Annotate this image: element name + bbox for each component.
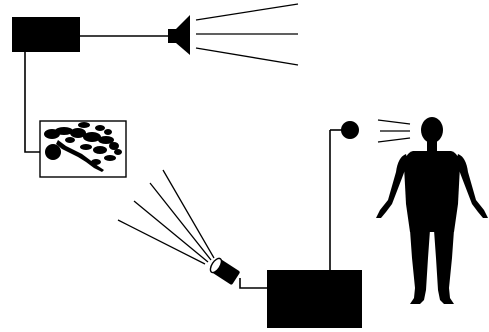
foliage-cluster	[114, 149, 122, 155]
human-silhouette-icon	[376, 117, 488, 304]
wire-box-to-sensor	[24, 52, 46, 153]
wire-box-to-lamp	[239, 278, 267, 289]
speaker-icon	[168, 15, 190, 55]
human-head	[421, 117, 443, 143]
foliage-cluster	[78, 122, 90, 128]
light-beam-line	[162, 169, 215, 259]
foliage-cluster	[93, 146, 107, 154]
top-control-box	[12, 17, 80, 52]
human-left-arm	[376, 154, 408, 218]
foliage-cluster	[70, 128, 86, 138]
human-neck	[427, 141, 437, 151]
sound-wave-line	[195, 3, 299, 21]
human-right-arm	[456, 154, 488, 218]
human-right-leg	[434, 230, 454, 304]
speaker-magnet	[168, 29, 178, 43]
spotlight-lens	[209, 257, 223, 274]
foliage-cluster	[104, 155, 116, 161]
foliage-cluster	[109, 142, 119, 150]
tree-silhouette-image	[44, 122, 122, 172]
light-beam-line	[133, 200, 209, 263]
foliage-cluster	[98, 136, 114, 144]
foliage-cluster	[104, 129, 112, 135]
emission-line	[377, 137, 411, 143]
spotlight-icon	[209, 257, 240, 285]
human-left-leg	[410, 230, 430, 304]
sound-waves	[195, 3, 299, 66]
picture-panel	[39, 120, 127, 178]
panel-sensor-dot	[45, 144, 61, 160]
foliage-cluster	[95, 125, 105, 131]
wires	[24, 35, 342, 289]
sound-wave-line	[195, 47, 299, 66]
probe-emission	[377, 119, 411, 143]
speaker-cone	[176, 15, 190, 55]
light-beam-line	[117, 219, 206, 265]
light-beams	[117, 169, 215, 265]
tree-trunk	[56, 140, 104, 172]
foliage-cluster	[55, 127, 73, 135]
foliage-cluster	[83, 132, 101, 142]
foliage-cluster	[80, 144, 92, 150]
foliage-cluster	[65, 137, 75, 143]
foliage-cluster	[91, 159, 101, 165]
probe-sensor-dot	[341, 121, 359, 139]
emission-line	[377, 119, 411, 125]
light-beam-line	[149, 182, 212, 261]
bottom-control-box	[267, 270, 362, 328]
human-torso	[404, 151, 460, 232]
